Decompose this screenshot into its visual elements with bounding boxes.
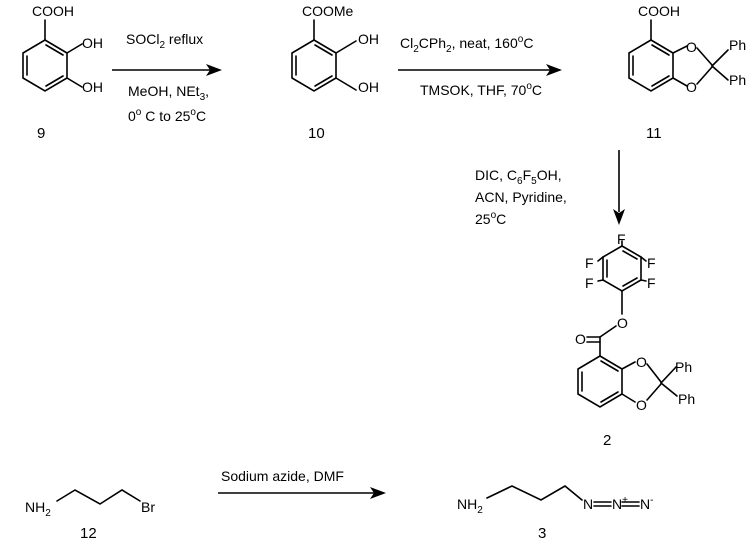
- compound-9-number: 9: [37, 125, 45, 142]
- compound-2-number: 2: [603, 432, 611, 449]
- compound-2-f-label-lower-left: F: [585, 275, 594, 291]
- compound-10-oh-label-2: OH: [358, 79, 379, 95]
- reaction-arrow-step2: [398, 64, 562, 76]
- compound-2-f-label-top: F: [617, 231, 626, 247]
- step2-condition-below: TMSOK, THF, 70oC: [420, 81, 542, 98]
- reaction-arrow-step1: [112, 64, 222, 76]
- compound-2-ph-label-1: Ph: [675, 359, 692, 375]
- compound-10-bonds: [291, 19, 357, 92]
- compound-3-n-label-1: N: [583, 496, 593, 512]
- compound-2-f-label-lower-right: F: [647, 275, 656, 291]
- compound-2-ph-label-2: Ph: [678, 391, 695, 407]
- compound-9-bonds: [22, 19, 83, 92]
- compound-11-o-label-2: O: [686, 79, 697, 95]
- compound-3-n-label-3: N-: [640, 495, 653, 512]
- compound-2-o-label-2: O: [636, 397, 647, 413]
- compound-11-o-label-1: O: [686, 39, 697, 55]
- step3-reagent-line-3: 25oC: [475, 210, 506, 227]
- compound-10-oh-label-1: OH: [358, 31, 379, 47]
- compound-2-f-label-upper-right: F: [647, 255, 656, 271]
- compound-12-bonds: [56, 489, 141, 505]
- compound-2-carbonyl-o-label: O: [575, 331, 586, 347]
- compound-11: COOH O O Ph Ph 11: [628, 3, 746, 142]
- compound-9-cooh-label: COOH: [32, 3, 74, 19]
- compound-2-bonds: [577, 240, 678, 408]
- reaction-arrow-step3: [613, 150, 625, 225]
- compound-9: COOH OH OH 9: [22, 3, 103, 142]
- compound-11-number: 11: [646, 125, 662, 142]
- compound-10: COOMe OH OH 10: [291, 3, 379, 142]
- compound-3-n-label-2: N+: [612, 495, 628, 512]
- compound-3-number: 3: [538, 525, 546, 539]
- compound-12: NH2 Br 12: [25, 489, 155, 539]
- step1-condition-below-1: MeOH, NEt3,: [128, 83, 209, 103]
- compound-2-ester-o-label: O: [617, 315, 628, 331]
- step2-reagent-above: Cl2CPh2, neat, 160oC: [400, 34, 533, 55]
- compound-12-br-label: Br: [141, 499, 155, 515]
- compound-9-oh-label-1: OH: [82, 35, 103, 51]
- compound-11-ph-label-2: Ph: [729, 72, 746, 88]
- compound-9-oh-label-2: OH: [82, 79, 103, 95]
- compound-10-number: 10: [308, 125, 325, 142]
- compound-12-number: 12: [80, 525, 97, 539]
- compound-11-cooh-label: COOH: [638, 3, 680, 19]
- step1-condition-below-2: 0o C to 25oC: [128, 107, 206, 124]
- compound-3: NH2 N N+ N- 3: [457, 485, 653, 539]
- compound-11-bonds: [628, 19, 729, 92]
- reaction-arrow-step4: [218, 487, 386, 499]
- compound-11-ph-label-1: Ph: [729, 37, 746, 53]
- compound-2-f-label-upper-left: F: [585, 255, 594, 271]
- compound-2-o-label-1: O: [636, 354, 647, 370]
- step3-reagent-line-1: DIC, C6F5OH,: [475, 167, 562, 187]
- compound-12-amine-label: NH2: [25, 499, 51, 519]
- compound-10-coome-label: COOMe: [302, 3, 354, 19]
- compound-3-amine-label: NH2: [457, 496, 483, 516]
- step4-reagent-above: Sodium azide, DMF: [221, 468, 344, 484]
- step1-reagent-above: SOCl2 reflux: [126, 31, 203, 51]
- compound-2: F F F F F O O O O Ph Ph 2: [575, 231, 695, 449]
- step3-reagent-line-2: ACN, Pyridine,: [475, 189, 567, 205]
- compound-3-bonds: [486, 485, 640, 507]
